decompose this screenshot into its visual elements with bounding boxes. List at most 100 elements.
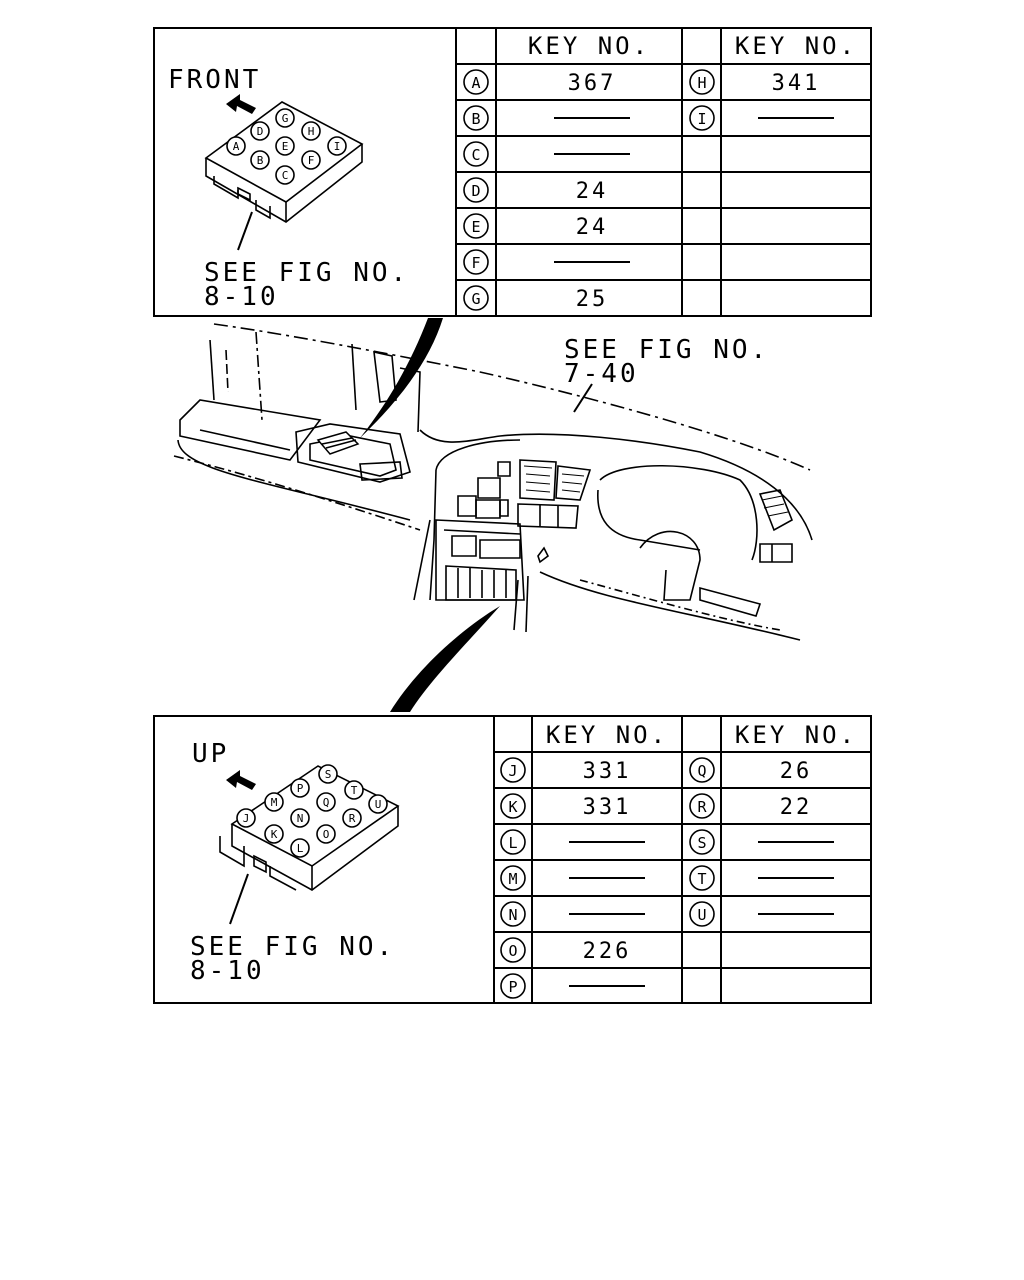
top-connector-pin-i: I <box>327 136 347 156</box>
bottom-see-fig-line1: SEE FIG NO. <box>190 932 395 962</box>
svg-text:O: O <box>323 828 330 841</box>
bottom-left-pin-o: O <box>500 937 526 963</box>
svg-text:A: A <box>471 74 480 92</box>
top-leader-line <box>237 211 253 251</box>
top-left-pin-e: E <box>463 213 489 239</box>
top-header-left: KEY NO. <box>528 32 650 60</box>
bottom-leader-line <box>229 873 249 925</box>
middle-see-fig-line1: SEE FIG NO. <box>564 335 769 365</box>
top-see-fig-line2: 8-10 <box>204 282 279 312</box>
svg-text:G: G <box>471 290 480 308</box>
svg-text:O: O <box>508 942 517 960</box>
top-connector-pin-d: D <box>250 121 270 141</box>
bottom-left-key-j: 331 <box>583 759 632 784</box>
svg-text:U: U <box>375 798 382 811</box>
svg-text:C: C <box>282 169 289 182</box>
top-left-key-a: 367 <box>568 71 617 96</box>
bottom-direction-label: UP <box>192 739 229 769</box>
bottom-connector-pin-n: N <box>290 808 310 828</box>
top-connector-pin-a: A <box>226 136 246 156</box>
bottom-header-right: KEY NO. <box>735 721 857 749</box>
bottom-right-pin-u: U <box>689 901 715 927</box>
svg-text:I: I <box>334 140 341 153</box>
bottom-left-pin-j: J <box>500 757 526 783</box>
svg-text:T: T <box>697 870 706 888</box>
svg-text:F: F <box>308 154 315 167</box>
top-left-key-e: 24 <box>576 215 609 240</box>
svg-text:D: D <box>257 125 264 138</box>
dashboard-drawing <box>173 323 813 641</box>
svg-text:B: B <box>257 154 264 167</box>
bottom-right-key-r: 22 <box>780 795 813 820</box>
bottom-connector-pin-q: Q <box>316 792 336 812</box>
bottom-left-pin-n: N <box>500 901 526 927</box>
svg-text:G: G <box>282 112 289 125</box>
svg-text:T: T <box>351 784 358 797</box>
svg-text:R: R <box>697 798 707 816</box>
bottom-connector-pin-l: L <box>290 838 310 858</box>
bottom-connector-pin-k: K <box>264 824 284 844</box>
top-connector-pin-b: B <box>250 150 270 170</box>
top-connector-pin-h: H <box>301 121 321 141</box>
top-connector-pin-e: E <box>275 136 295 156</box>
svg-text:Q: Q <box>697 762 706 780</box>
top-connector-pins: A B C D E F GHI <box>226 108 347 185</box>
front-arrow-icon <box>226 94 256 114</box>
top-right-pin-i: I <box>689 105 715 131</box>
svg-text:C: C <box>471 146 480 164</box>
svg-text:S: S <box>325 768 332 781</box>
bottom-left-pin-k: K <box>500 793 526 819</box>
svg-text:J: J <box>243 812 250 825</box>
top-left-pin-d: D <box>463 177 489 203</box>
bottom-connector-pin-m: M <box>264 792 284 812</box>
svg-text:Q: Q <box>323 796 330 809</box>
top-left-pin-f: F <box>463 249 489 275</box>
svg-text:K: K <box>271 828 278 841</box>
svg-text:J: J <box>508 762 517 780</box>
up-arrow-icon <box>226 770 256 790</box>
top-panel <box>153 27 872 317</box>
bottom-pointer-wedge <box>390 606 500 712</box>
svg-text:L: L <box>508 834 517 852</box>
svg-text:I: I <box>697 110 706 128</box>
svg-text:K: K <box>508 798 517 816</box>
bottom-right-pin-s: S <box>689 829 715 855</box>
svg-text:M: M <box>271 796 278 809</box>
top-right-pin-h: H <box>689 69 715 95</box>
bottom-right-key-q: 26 <box>780 759 813 784</box>
svg-text:D: D <box>471 182 480 200</box>
svg-text:A: A <box>233 140 240 153</box>
top-connector-pin-f: F <box>301 150 321 170</box>
bottom-connector-pin-o: O <box>316 824 336 844</box>
top-left-pin-a: A <box>463 69 489 95</box>
top-left-key-g: 25 <box>576 287 609 312</box>
top-right-key-h: 341 <box>772 71 821 96</box>
bottom-connector-pin-s: S <box>318 764 338 784</box>
bottom-right-pin-t: T <box>689 865 715 891</box>
top-see-fig-line1: SEE FIG NO. <box>204 258 409 288</box>
top-direction-label: FRONT <box>168 65 261 95</box>
middle-see-fig-line2: 7-40 <box>564 359 639 389</box>
bottom-left-key-k: 331 <box>583 795 632 820</box>
svg-text:E: E <box>282 140 289 153</box>
svg-text:E: E <box>471 218 480 236</box>
svg-text:P: P <box>297 782 304 795</box>
bottom-connector-pin-p: P <box>290 778 310 798</box>
bottom-panel <box>153 715 872 1004</box>
top-connector-pin-g: G <box>275 108 295 128</box>
svg-text:B: B <box>471 110 480 128</box>
top-pointer-wedge <box>360 318 443 438</box>
bottom-left-pin-m: M <box>500 865 526 891</box>
svg-text:H: H <box>697 74 706 92</box>
svg-text:U: U <box>697 906 706 924</box>
bottom-left-key-o: 226 <box>583 939 632 964</box>
dashboard-connector-location <box>316 431 360 455</box>
middle-leader-line <box>573 383 593 413</box>
svg-text:F: F <box>471 254 480 272</box>
top-left-key-d: 24 <box>576 179 609 204</box>
top-left-pin-c: C <box>463 141 489 167</box>
